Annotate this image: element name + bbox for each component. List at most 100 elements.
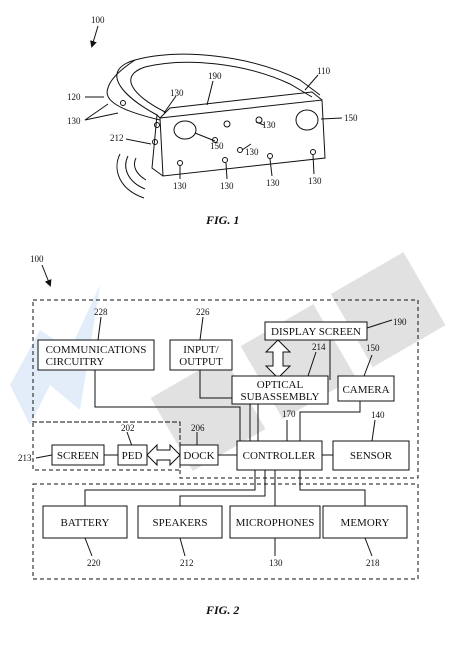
camera-block (337, 375, 395, 402)
wire-comm-controller (94, 370, 241, 441)
controller-label: CONTROLLER (243, 450, 316, 462)
battery-block (42, 505, 128, 539)
leader-150-f2 (363, 354, 373, 377)
leader-100 (90, 25, 99, 48)
fig2-ref-206: 206 (191, 423, 205, 433)
microphones-block (229, 505, 321, 539)
fig1-ref-130: 130 (173, 181, 187, 191)
fig1-ref-150: 150 (344, 113, 358, 123)
fig2-ref-130: 130 (269, 558, 283, 568)
fig1-ref-110: 110 (317, 66, 331, 76)
fig2-ref-190: 190 (393, 317, 407, 327)
speakers-label: SPEAKERS (152, 517, 207, 529)
fig1-ref-212: 212 (110, 133, 124, 143)
mic-hole (223, 120, 231, 128)
leader-190-f2 (366, 319, 393, 329)
mic-hole (222, 157, 228, 163)
leader-150l (194, 132, 216, 142)
display-screen-block (264, 321, 368, 341)
sensor-block (332, 440, 410, 471)
leader-218 (364, 537, 373, 557)
leader-213 (35, 454, 53, 459)
leader-130b (84, 112, 119, 121)
fig2-ref-100: 100 (30, 254, 44, 264)
fig2-drawing (32, 264, 419, 580)
fig2-ref-140: 140 (371, 410, 385, 420)
headband-inner (130, 61, 313, 113)
leader-140 (371, 419, 376, 442)
speakers-block (137, 505, 223, 539)
mic-hole (152, 139, 158, 145)
wire-io-controller (199, 370, 251, 441)
headband-bottom (106, 59, 161, 121)
fig1-ref-130: 130 (67, 116, 81, 126)
wire-camera-controller (299, 401, 361, 441)
bottom-group-boundary (32, 483, 419, 580)
fig2-ref-220: 220 (87, 558, 101, 568)
communications-label-line2: CIRCUITRY (46, 356, 105, 368)
optical-label-line1: OPTICAL (257, 379, 304, 391)
housing-front (159, 99, 326, 177)
communications-label-line1: COMMUNICATIONS (46, 344, 147, 356)
leader-212 (125, 138, 152, 145)
leader-110 (304, 74, 319, 91)
fig1-drawing (84, 25, 343, 199)
right-camera-lens (295, 109, 319, 131)
wire-controller-memory (299, 470, 366, 506)
housing-top (159, 91, 323, 119)
leader-212-f2 (179, 537, 186, 557)
fig1-ref-130: 130 (170, 88, 184, 98)
fig1-ref-100: 100 (91, 15, 105, 25)
leader-202 (126, 431, 133, 447)
microphones-label: MICROPHONES (236, 517, 315, 529)
leader-130b3 (269, 158, 273, 177)
optical-label-line2: SUBASSEMBLY (241, 391, 320, 403)
mic-hole (237, 147, 243, 153)
fig1-ref-130: 130 (220, 181, 234, 191)
leader-226 (199, 316, 204, 341)
fig2-caption: FIG. 2 (205, 603, 239, 617)
fig2-ref-212: 212 (180, 558, 194, 568)
battery-label: BATTERY (61, 517, 110, 529)
wire-controller-speakers (179, 470, 266, 506)
fig2-ref-228: 228 (94, 307, 108, 317)
input-output-label-line2: OUTPUT (179, 356, 223, 368)
fig2-ref-202: 202 (121, 423, 135, 433)
memory-label: MEMORY (341, 517, 390, 529)
dock-block (179, 444, 219, 466)
mic-hole (154, 122, 160, 128)
leader-130b2 (225, 162, 228, 180)
mic-hole (310, 149, 316, 155)
ped-block (117, 444, 148, 466)
leader-190 (206, 80, 214, 106)
headband-outer (116, 53, 321, 116)
fig2-ref-150: 150 (366, 343, 380, 353)
fig1-ref-130: 130 (308, 176, 322, 186)
dock-label: DOCK (183, 450, 214, 462)
leader-130mid (255, 121, 265, 126)
left-camera-lens (173, 120, 197, 140)
mic-hole (177, 160, 183, 166)
screen-block (51, 444, 105, 466)
leader-130b4 (312, 154, 315, 175)
sensor-label: SENSOR (350, 450, 393, 462)
leader-130top (163, 95, 177, 114)
leader-150r (320, 117, 343, 120)
fig2-blocks (37, 321, 410, 539)
fig1-ref-130: 130 (245, 147, 259, 157)
mic-hole (267, 153, 273, 159)
memory-block (322, 505, 408, 539)
fig1-ref-130: 130 (266, 178, 280, 188)
fig1-caption: FIG. 1 (205, 213, 239, 227)
fig1-ref-190: 190 (208, 71, 222, 81)
optical-subassembly-block (231, 375, 329, 405)
sound-wave (116, 153, 145, 199)
fig2-ref-213: 213 (18, 453, 32, 463)
leader-220 (84, 537, 93, 557)
fig2-ref-226: 226 (196, 307, 210, 317)
leader-130lm (241, 143, 252, 151)
ped-label: PED (122, 450, 143, 462)
fig1-ref-150: 150 (210, 141, 224, 151)
fig1-ref-120: 120 (67, 92, 81, 102)
